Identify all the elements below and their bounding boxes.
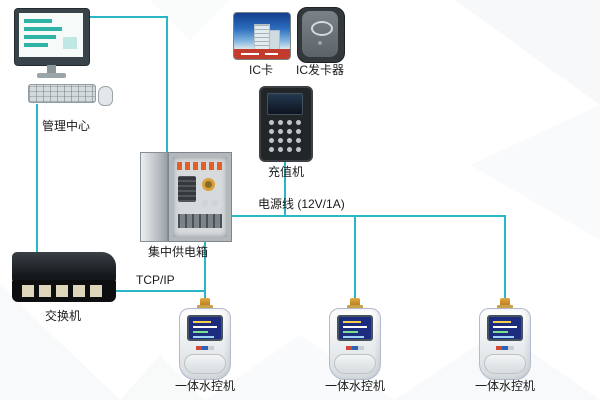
mouse [98,86,113,106]
label-power-box: 集中供电箱 [147,245,208,259]
recharge-keypad [267,118,303,154]
label-switch: 交换机 [44,309,81,323]
label-recharge-machine: 充值机 [267,165,304,179]
controller-logo [346,346,364,350]
power-supply-box [140,152,232,242]
power-box-coil [202,178,215,191]
card-building-graphic [254,24,270,51]
controller-lcd [337,315,373,341]
card-red-band [234,49,290,59]
label-water-controller-3: 一体水控机 [475,379,536,393]
power-box-wiring [178,214,222,228]
power-box-transformer [178,176,196,202]
power-box-terminals [177,162,223,170]
label-water-controller-2: 一体水控机 [325,379,386,393]
power-box-door [140,152,168,242]
management-computer [12,6,114,106]
brass-fitting-icon [200,298,210,307]
connector-down-to-power-box [166,16,168,152]
connector-recharge-to-power-line [284,161,286,217]
switch-top-face [12,252,116,282]
brass-fitting-icon [350,298,360,307]
issuer-sensor-oval [311,21,333,36]
label-water-controller-1: 一体水控机 [175,379,236,393]
power-box-capacitors [200,198,220,208]
label-management-center: 管理中心 [41,119,90,133]
keyboard [28,84,96,103]
water-controller-3 [479,298,531,380]
water-controller-1 [179,298,231,380]
controller-base [184,354,226,374]
label-ic-issuer: IC发卡器 [295,63,344,77]
drop-line-water3 [504,215,506,300]
tcpip-line-horizontal [116,290,205,292]
card-building-graphic-2 [269,30,280,51]
switch-ports [22,285,106,297]
water-controller-2 [329,298,381,380]
connector-computer-to-switch [36,104,38,252]
connector-computer-top-horizontal [88,16,168,18]
monitor-stand-base [37,73,66,78]
ic-card [233,12,291,60]
brass-collar [197,305,213,309]
drop-line-water2 [354,215,356,300]
label-power-line: 电源线 (12V/1A) [258,197,345,211]
controller-base [484,354,526,374]
monitor-screen [19,13,83,57]
controller-base [334,354,376,374]
recharge-screen [267,93,303,115]
brass-collar [497,305,513,309]
recharge-machine [259,86,313,162]
controller-lcd [187,315,223,341]
issuer-led [318,41,322,45]
network-switch [12,252,118,304]
brass-collar [347,305,363,309]
label-tcpip: TCP/IP [136,273,175,287]
ic-card-image [233,12,291,60]
label-ic-card: IC卡 [248,63,273,77]
brass-fitting-icon [500,298,510,307]
drop-line-water1 [204,215,206,300]
controller-lcd [487,315,523,341]
monitor-stand [47,65,56,74]
controller-logo [196,346,214,350]
controller-logo [496,346,514,350]
ic-card-issuer [297,7,345,63]
